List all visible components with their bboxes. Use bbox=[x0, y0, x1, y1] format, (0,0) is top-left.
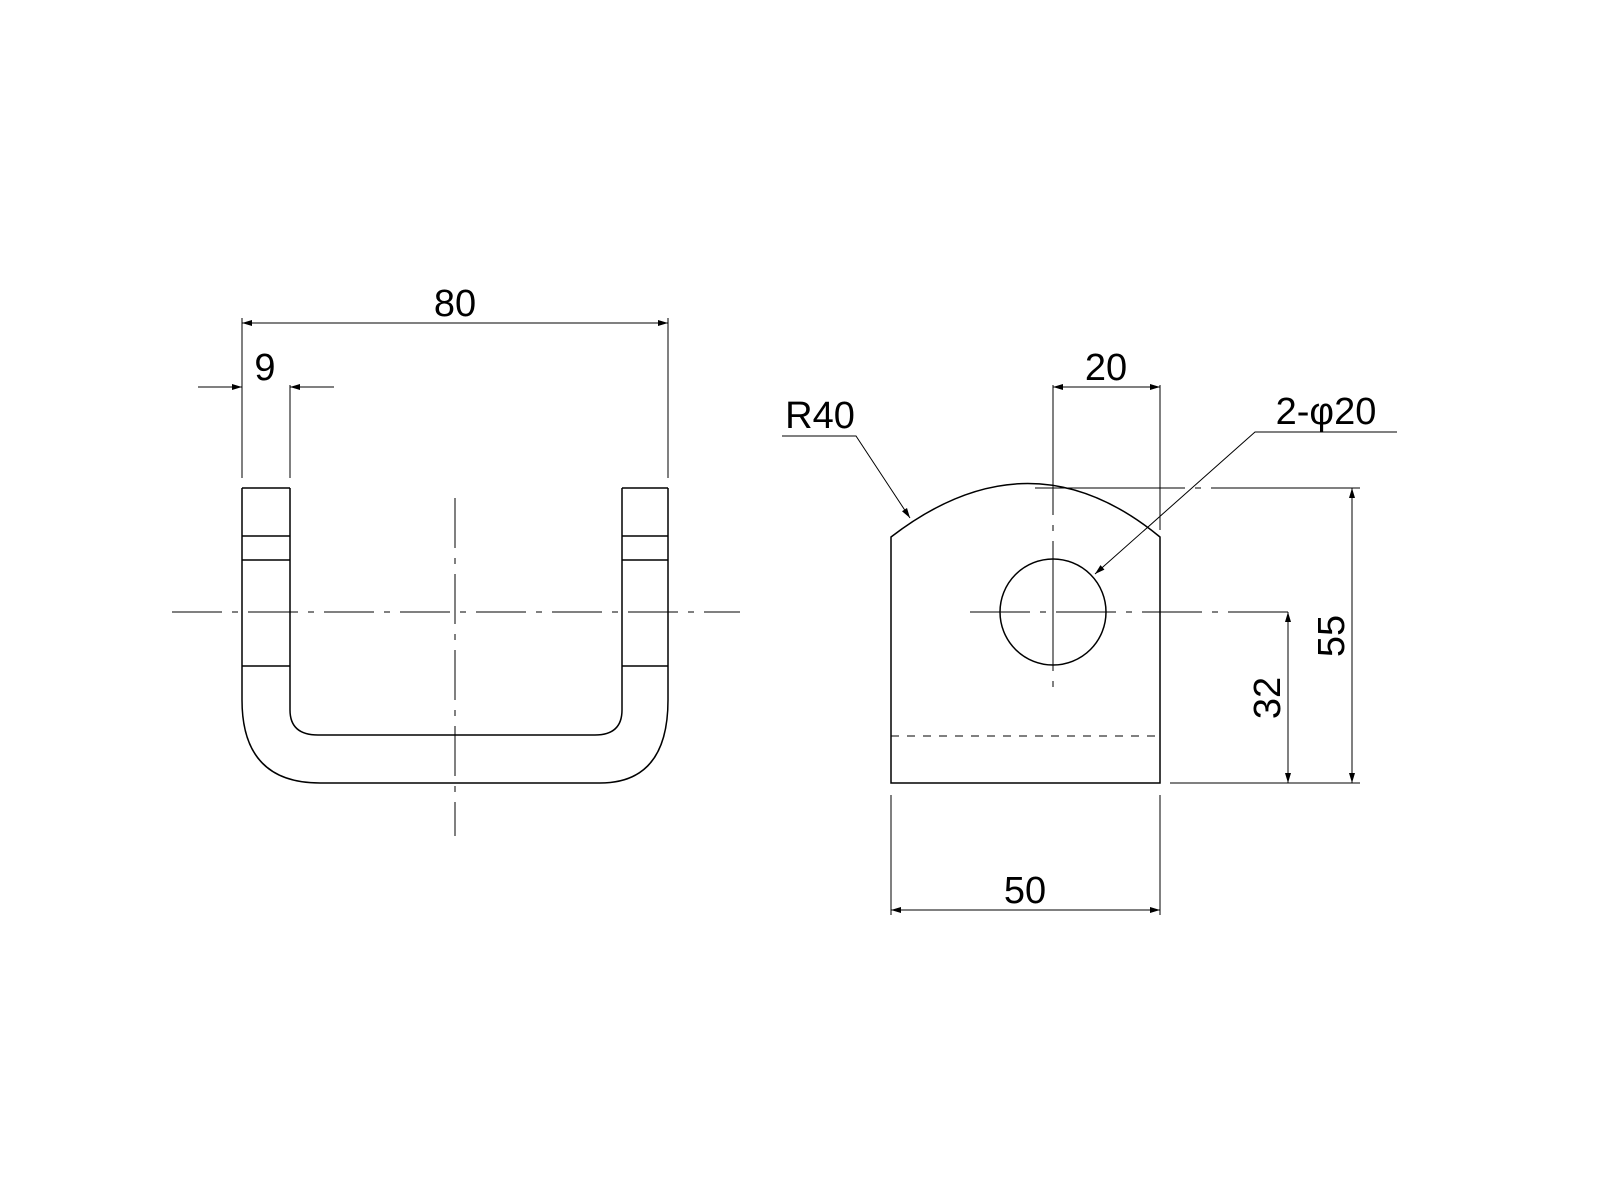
plate-outline bbox=[890, 482, 1161, 784]
dim-hole-callout-label: 2-φ20 bbox=[1276, 391, 1377, 433]
dim-20-label: 20 bbox=[1085, 347, 1127, 389]
r40-leader bbox=[782, 435, 911, 519]
dim-9-label: 9 bbox=[254, 347, 275, 389]
dim-50-label: 50 bbox=[1004, 870, 1046, 912]
front-view bbox=[782, 384, 1397, 915]
u-outer-outline bbox=[241, 488, 669, 784]
dim-80-label: 80 bbox=[434, 283, 476, 325]
dim-32-label: 32 bbox=[1247, 677, 1289, 719]
side-view bbox=[172, 318, 740, 836]
u-inner-outline bbox=[289, 488, 623, 736]
dim-r40-label: R40 bbox=[785, 395, 855, 437]
hole-callout-leader bbox=[1094, 431, 1397, 575]
dim-55-label: 55 bbox=[1311, 615, 1353, 657]
